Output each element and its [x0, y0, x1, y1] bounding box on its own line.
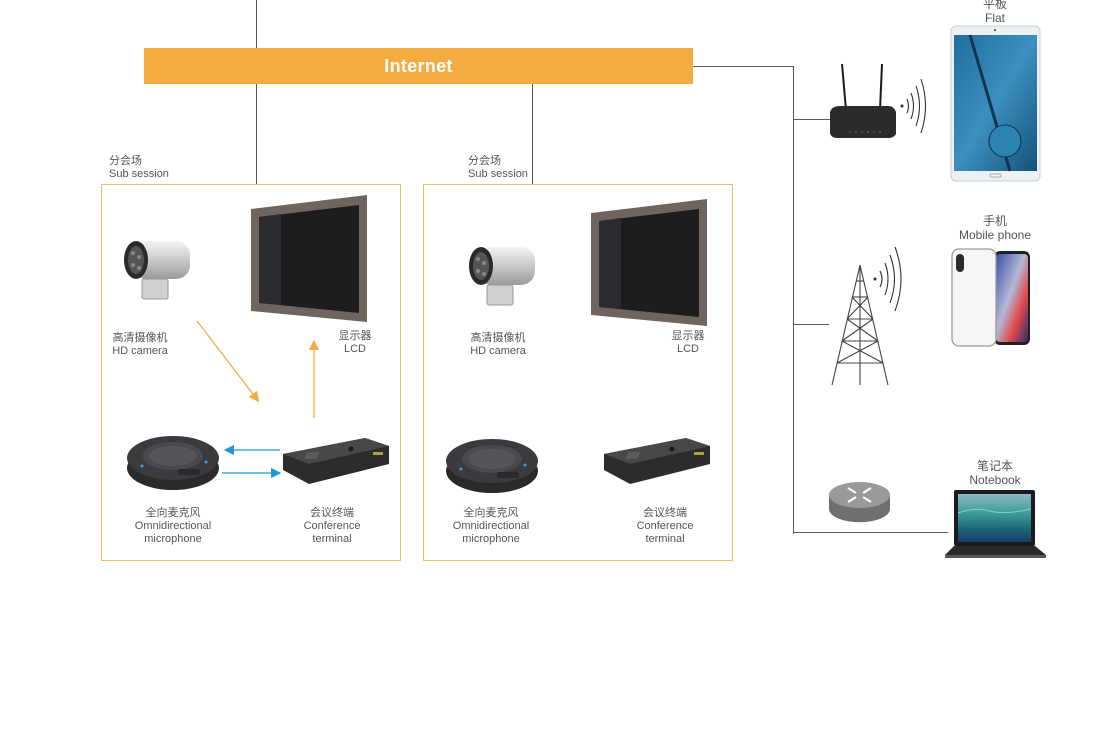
microphone-label: 全向麦克风 Omnidirectional microphone [134, 507, 212, 545]
lcd-label: 显示器 LCD [671, 330, 705, 355]
terminal-label: 会议终端 Conference terminal [636, 507, 694, 545]
hd-camera-label: 高清摄像机 HD camera [112, 332, 168, 357]
connector-notebook [793, 532, 948, 533]
connector-cell-tower [793, 324, 829, 325]
terminal-label: 会议终端 Conference terminal [303, 507, 361, 545]
flat-label: 平板 Flat [982, 0, 1007, 25]
tablet-icon [950, 25, 1041, 182]
network-router-icon [829, 482, 890, 523]
conference-terminal-icon [604, 438, 710, 484]
session1-heading: 分会场 Sub session [109, 155, 169, 180]
connector-wifi-router [793, 119, 831, 120]
connector-internet-remote [693, 66, 794, 67]
connector-top-left [256, 0, 257, 48]
connector-internet-session2 [532, 84, 533, 184]
hd-camera-icon [469, 247, 535, 306]
connector-internet-session1 [256, 84, 257, 184]
wifi-router-icon [830, 63, 927, 138]
internet-bar: Internet [144, 48, 693, 84]
session2-heading: 分会场 Sub session [468, 155, 528, 180]
omnidirectional-microphone-icon [446, 439, 538, 493]
camera-to-terminal-arrow [196, 320, 260, 403]
mobile-phone-icon [951, 248, 1030, 347]
wireless-signal-icon [873, 246, 902, 312]
laptop-icon [945, 490, 1046, 558]
connector-remote-trunk [793, 66, 794, 534]
wireless-signal-icon [900, 78, 927, 134]
omnidirectional-microphone-icon [127, 436, 219, 490]
lcd-monitor-icon [251, 195, 367, 322]
microphone-label: 全向麦克风 Omnidirectional microphone [452, 507, 530, 545]
lcd-monitor-icon [591, 199, 707, 326]
hd-camera-label: 高清摄像机 HD camera [470, 332, 526, 357]
internet-label: Internet [384, 55, 453, 76]
hd-camera-icon [124, 241, 190, 300]
conference-terminal-icon [283, 438, 389, 484]
notebook-label: 笔记本 Notebook [969, 459, 1021, 487]
mobile-phone-label: 手机 Mobile phone [958, 214, 1032, 242]
cell-tower-icon [831, 246, 902, 386]
lcd-label: 显示器 LCD [338, 330, 372, 355]
